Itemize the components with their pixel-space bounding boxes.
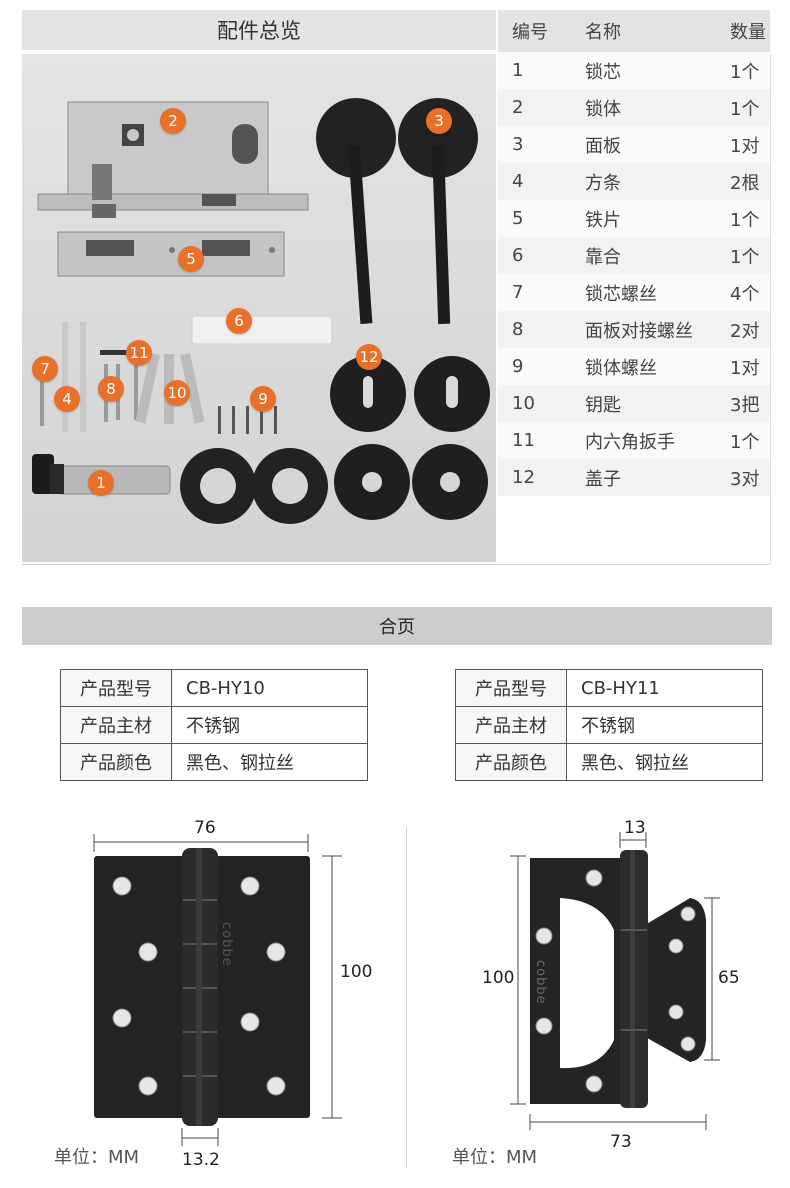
spec-label: 产品主材 [60, 706, 172, 744]
part-name: 锁芯螺丝 [577, 274, 724, 311]
dim-height-hy11: 100 [482, 968, 515, 988]
spec-label: 产品颜色 [60, 743, 172, 781]
badge-3: 3 [426, 108, 452, 134]
dim-top-hy11: 13 [624, 818, 646, 838]
unit-label-hy10: 单位：MM [54, 1147, 140, 1168]
hinge-section-title: 合页 [22, 607, 772, 645]
badge-5: 5 [178, 246, 204, 272]
part-name: 方条 [577, 163, 724, 200]
lock-cylinder-image [32, 454, 171, 495]
badge-12: 12 [356, 344, 382, 370]
part-number: 1 [498, 52, 577, 89]
part-number: 7 [498, 274, 577, 311]
part-number: 3 [498, 126, 577, 163]
parts-table-header: 编号 名称 数量 [498, 10, 770, 52]
badge-11: 11 [126, 340, 152, 366]
part-number: 11 [498, 422, 577, 459]
part-name: 钥匙 [577, 385, 724, 422]
part-quantity: 1个 [724, 200, 770, 237]
part-name: 靠合 [577, 237, 724, 274]
dim-height-hy10: 100 [340, 962, 373, 982]
escutcheon-covers-image [330, 356, 490, 432]
spec-label: 产品主材 [455, 706, 567, 744]
part-name: 锁芯 [577, 52, 724, 89]
badge-1: 1 [88, 470, 114, 496]
dim-width-hy11: 73 [610, 1132, 632, 1152]
part-name: 锁体 [577, 89, 724, 126]
part-quantity: 4个 [724, 274, 770, 311]
part-number: 5 [498, 200, 577, 237]
part-number: 2 [498, 89, 577, 126]
part-name: 面板 [577, 126, 724, 163]
header-quantity: 数量 [724, 10, 770, 52]
parts-photo: 1 2 3 4 5 6 7 8 9 10 11 12 [22, 54, 496, 562]
rosette-bases-image [180, 444, 488, 524]
spec-value: 不锈钢 [566, 706, 763, 744]
spec-label: 产品型号 [60, 669, 172, 707]
part-quantity: 2对 [724, 311, 770, 348]
dim-side-hy11: 65 [718, 968, 740, 988]
badge-8: 8 [98, 376, 124, 402]
parts-overview-title: 配件总览 [22, 10, 496, 50]
lever-handles-image [316, 98, 478, 325]
part-quantity: 1对 [724, 348, 770, 385]
spec-value: 黑色、钢拉丝 [171, 743, 368, 781]
divider [770, 54, 771, 564]
part-name: 内六角扳手 [577, 422, 724, 459]
part-number: 12 [498, 459, 577, 496]
unit-label-hy11: 单位：MM [452, 1147, 538, 1168]
brand-mark-hy11: cobbe [533, 960, 548, 1005]
part-number: 4 [498, 163, 577, 200]
divider [22, 564, 770, 565]
strike-plate-image [57, 231, 285, 277]
part-number: 6 [498, 237, 577, 274]
part-name: 锁体螺丝 [577, 348, 724, 385]
badge-4: 4 [54, 386, 80, 412]
part-number: 8 [498, 311, 577, 348]
dim-width-hy10: 76 [194, 818, 216, 838]
part-quantity: 1对 [724, 126, 770, 163]
badge-10: 10 [164, 380, 190, 406]
part-quantity: 3对 [724, 459, 770, 496]
part-number: 9 [498, 348, 577, 385]
part-quantity: 1个 [724, 237, 770, 274]
part-quantity: 1个 [724, 422, 770, 459]
spec-label: 产品型号 [455, 669, 567, 707]
part-number: 10 [498, 385, 577, 422]
part-quantity: 3把 [724, 385, 770, 422]
spec-label: 产品颜色 [455, 743, 567, 781]
spec-value: 黑色、钢拉丝 [566, 743, 763, 781]
divider [406, 828, 407, 1168]
part-name: 面板对接螺丝 [577, 311, 724, 348]
badge-7: 7 [32, 356, 58, 382]
part-quantity: 1个 [724, 89, 770, 126]
badge-2: 2 [160, 108, 186, 134]
badge-6: 6 [226, 308, 252, 334]
part-quantity: 1个 [724, 52, 770, 89]
badge-9: 9 [250, 386, 276, 412]
part-quantity: 2根 [724, 163, 770, 200]
part-name: 铁片 [577, 200, 724, 237]
part-name: 盖子 [577, 459, 724, 496]
header-name: 名称 [577, 10, 724, 52]
dim-knuckle-hy10: 13.2 [182, 1150, 220, 1170]
header-number: 编号 [498, 10, 577, 52]
